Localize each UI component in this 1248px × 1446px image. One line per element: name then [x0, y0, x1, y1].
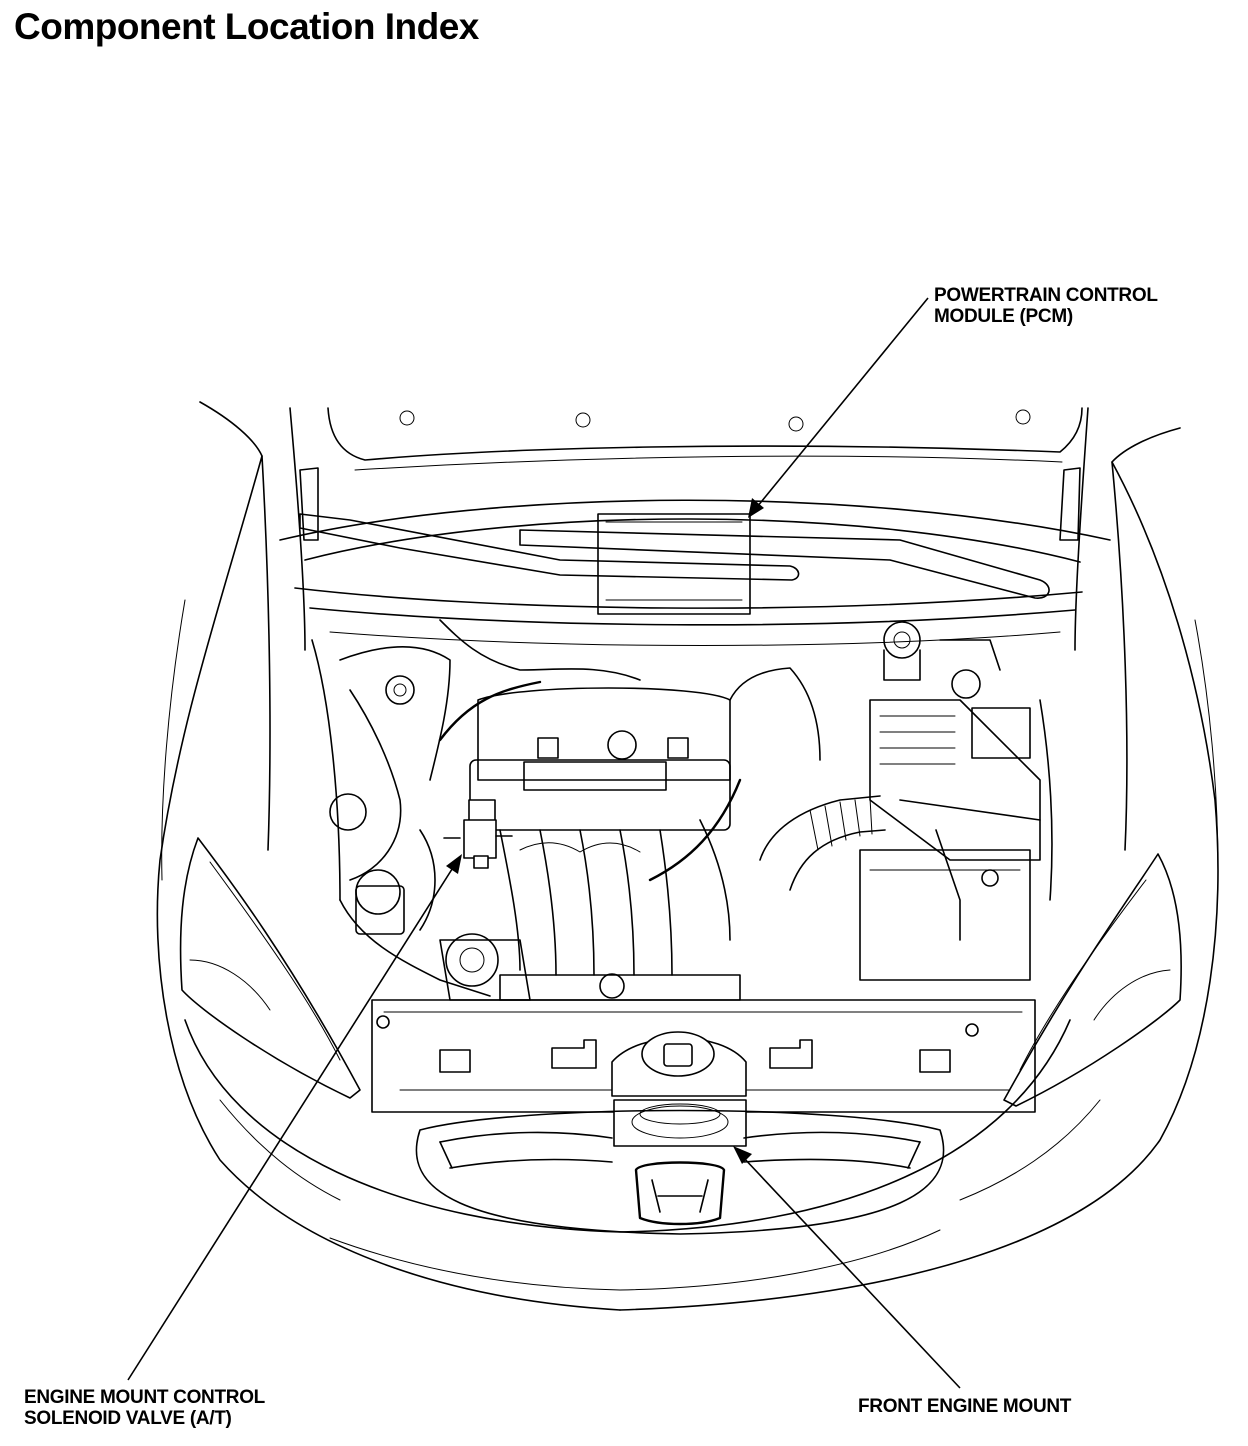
callout-solenoid-line2: SOLENOID VALVE (A/T) [24, 1408, 232, 1429]
car-body [157, 402, 1218, 1310]
page-title: Component Location Index [14, 6, 479, 47]
callout-leader-solenoid [128, 854, 462, 1380]
callout-leader-mount [733, 1146, 960, 1388]
callout-solenoid-label: ENGINE MOUNT CONTROL SOLENOID VALVE (A/T… [24, 1387, 265, 1429]
open-hood [290, 408, 1088, 650]
callout-pcm-line2: MODULE (PCM) [934, 306, 1073, 327]
engine [440, 620, 820, 1000]
engine-bay-right [760, 622, 1052, 980]
engine-bay-left [312, 640, 530, 1000]
left-headlight [181, 838, 360, 1098]
right-headlight [1004, 854, 1181, 1106]
solenoid-valve-part [444, 800, 512, 868]
cowl-and-wipers [280, 500, 1110, 645]
callout-leader-pcm [748, 298, 928, 518]
grille [416, 1111, 943, 1235]
callout-mount-label: FRONT ENGINE MOUNT [858, 1396, 1071, 1417]
callout-pcm-line1: POWERTRAIN CONTROL [934, 285, 1158, 306]
callout-mount-line1: FRONT ENGINE MOUNT [858, 1396, 1072, 1417]
front-engine-mount-part [612, 1032, 746, 1146]
callout-solenoid-line1: ENGINE MOUNT CONTROL [24, 1387, 265, 1408]
callout-pcm-label: POWERTRAIN CONTROL MODULE (PCM) [934, 285, 1158, 327]
